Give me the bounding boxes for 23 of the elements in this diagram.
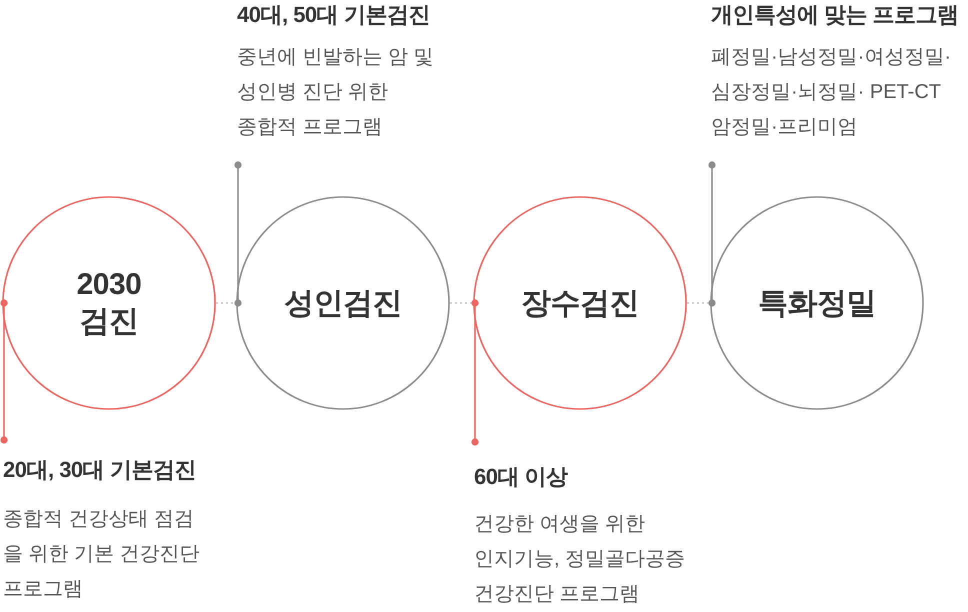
- section-heading: 20대, 30대 기본검진: [3, 456, 197, 484]
- leader-line: [234, 161, 242, 307]
- dotted-connector: [450, 302, 473, 304]
- description: 건강한 여생을 위한 인지기능, 정밀골다공증 건강진단 프로그램: [474, 512, 686, 607]
- description: 중년에 빈발하는 암 및 성인병 진단 위한 종합적 프로그램: [237, 45, 434, 140]
- section-heading: 개인특성에 맞는 프로그램: [711, 1, 959, 29]
- stage-title: 2030 검진: [76, 267, 142, 340]
- leader-line: [708, 161, 716, 307]
- description: 종합적 건강상태 점검을 위한 기본 건강진단 프로그램: [3, 507, 201, 602]
- dotted-connector: [216, 302, 236, 304]
- stage-circle: [710, 196, 924, 410]
- leader-line: [0, 299, 8, 444]
- stage-circle: [2, 196, 216, 410]
- stage-circle: [473, 196, 687, 410]
- description: 폐정밀·남성정밀·여성정밀· 심장정밀·뇌정밀· PET-CT 암정밀·프리미엄: [711, 45, 952, 140]
- section-heading: 40대, 50대 기본검진: [237, 1, 431, 29]
- dotted-connector: [687, 302, 710, 304]
- stage-title: 특화정밀: [758, 286, 876, 322]
- stage-title: 장수검진: [521, 286, 639, 322]
- section-heading: 60대 이상: [474, 463, 569, 491]
- stage-circle: [236, 196, 450, 410]
- stage-title: 성인검진: [284, 286, 402, 322]
- leader-line: [471, 299, 479, 446]
